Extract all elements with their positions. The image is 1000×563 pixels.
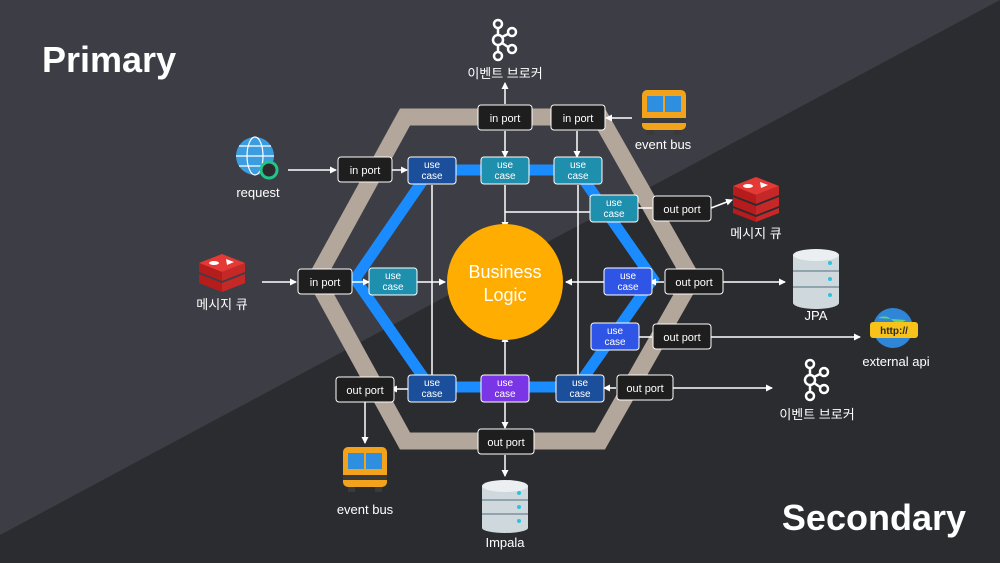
use-case-bottom-right[interactable]: use case bbox=[555, 374, 605, 403]
core-title-line2: Logic bbox=[483, 285, 526, 305]
kafka-icon bbox=[491, 18, 518, 62]
use-case-label: use bbox=[424, 160, 441, 171]
out-port-external-api[interactable]: out port bbox=[652, 323, 712, 350]
use-case-label: use bbox=[570, 160, 587, 171]
use-case-top-left[interactable]: use case bbox=[407, 156, 457, 185]
web-api-icon: http:// bbox=[870, 308, 918, 348]
use-case-label: case bbox=[604, 337, 626, 348]
business-logic-core: Business Logic bbox=[447, 224, 563, 340]
use-case-left[interactable]: use case bbox=[368, 267, 418, 296]
message-queue-left-label: 메시지 큐 bbox=[196, 297, 247, 312]
database-icon bbox=[482, 480, 528, 533]
use-case-label: case bbox=[421, 171, 443, 182]
use-case-label: case bbox=[494, 389, 516, 400]
use-case-bottom-center[interactable]: use case bbox=[480, 374, 530, 403]
in-port-top-center[interactable]: in port bbox=[477, 104, 533, 131]
event-bus-top-label: event bus bbox=[635, 137, 692, 152]
event-broker-top-label: 이벤트 브로커 bbox=[467, 66, 542, 81]
bus-icon bbox=[642, 90, 686, 135]
use-case-label: case bbox=[567, 171, 589, 182]
external-arrows bbox=[262, 82, 861, 477]
globe-icon bbox=[236, 136, 279, 180]
internal-connectors bbox=[407, 185, 607, 378]
use-case-label: use bbox=[572, 378, 589, 389]
use-case-label: use bbox=[385, 271, 402, 282]
external-api-label: external api bbox=[862, 354, 929, 369]
in-port-top-right[interactable]: in port bbox=[550, 104, 606, 131]
out-port-jpa[interactable]: out port bbox=[664, 268, 724, 295]
use-case-label: use bbox=[424, 378, 441, 389]
port-label: out port bbox=[487, 437, 524, 449]
in-port-request[interactable]: in port bbox=[337, 156, 393, 183]
port-label: in port bbox=[490, 113, 521, 125]
use-case-top-right[interactable]: use case bbox=[553, 156, 603, 185]
use-case-top-center[interactable]: use case bbox=[480, 156, 530, 185]
use-case-label: case bbox=[494, 171, 516, 182]
redis-icon bbox=[199, 254, 245, 292]
port-label: in port bbox=[350, 165, 381, 177]
use-case-label: use bbox=[606, 198, 623, 209]
use-case-right-middle[interactable]: use case bbox=[603, 267, 653, 296]
impala-label: Impala bbox=[485, 535, 525, 550]
secondary-label: Secondary bbox=[782, 497, 966, 538]
use-case-label: use bbox=[497, 378, 514, 389]
out-port-event-bus[interactable]: out port bbox=[335, 376, 395, 403]
use-case-label: use bbox=[620, 271, 637, 282]
port-label: out port bbox=[675, 277, 712, 289]
jpa-label: JPA bbox=[805, 308, 828, 323]
kafka-icon bbox=[803, 358, 830, 402]
use-case-label: case bbox=[382, 282, 404, 293]
use-case-label: use bbox=[497, 160, 514, 171]
use-case-bottom-left[interactable]: use case bbox=[407, 374, 457, 403]
port-label: in port bbox=[310, 277, 341, 289]
out-port-impala[interactable]: out port bbox=[477, 428, 535, 455]
port-label: out port bbox=[626, 383, 663, 395]
port-label: out port bbox=[346, 385, 383, 397]
use-case-label: use bbox=[607, 326, 624, 337]
use-case-label: case bbox=[603, 209, 625, 220]
redis-icon bbox=[733, 177, 779, 222]
primary-label: Primary bbox=[42, 39, 176, 80]
in-port-message-queue[interactable]: in port bbox=[297, 268, 353, 295]
use-case-label: case bbox=[617, 282, 639, 293]
message-queue-right-label: 메시지 큐 bbox=[730, 226, 781, 241]
use-case-label: case bbox=[569, 389, 591, 400]
port-label: in port bbox=[563, 113, 594, 125]
request-label: request bbox=[236, 185, 280, 200]
event-broker-right-label: 이벤트 브로커 bbox=[779, 407, 854, 422]
core-title-line1: Business bbox=[468, 262, 541, 282]
port-label: out port bbox=[663, 332, 700, 344]
database-icon bbox=[793, 249, 839, 309]
port-label: out port bbox=[663, 204, 700, 216]
use-case-right-lower[interactable]: use case bbox=[590, 322, 640, 351]
out-port-message-queue[interactable]: out port bbox=[652, 195, 712, 222]
use-case-right-upper[interactable]: use case bbox=[589, 194, 639, 223]
bus-icon bbox=[343, 447, 387, 492]
http-badge-text: http:// bbox=[880, 326, 908, 337]
event-bus-bottom-label: event bus bbox=[337, 502, 394, 517]
use-case-label: case bbox=[421, 389, 443, 400]
out-port-event-broker[interactable]: out port bbox=[616, 374, 674, 401]
